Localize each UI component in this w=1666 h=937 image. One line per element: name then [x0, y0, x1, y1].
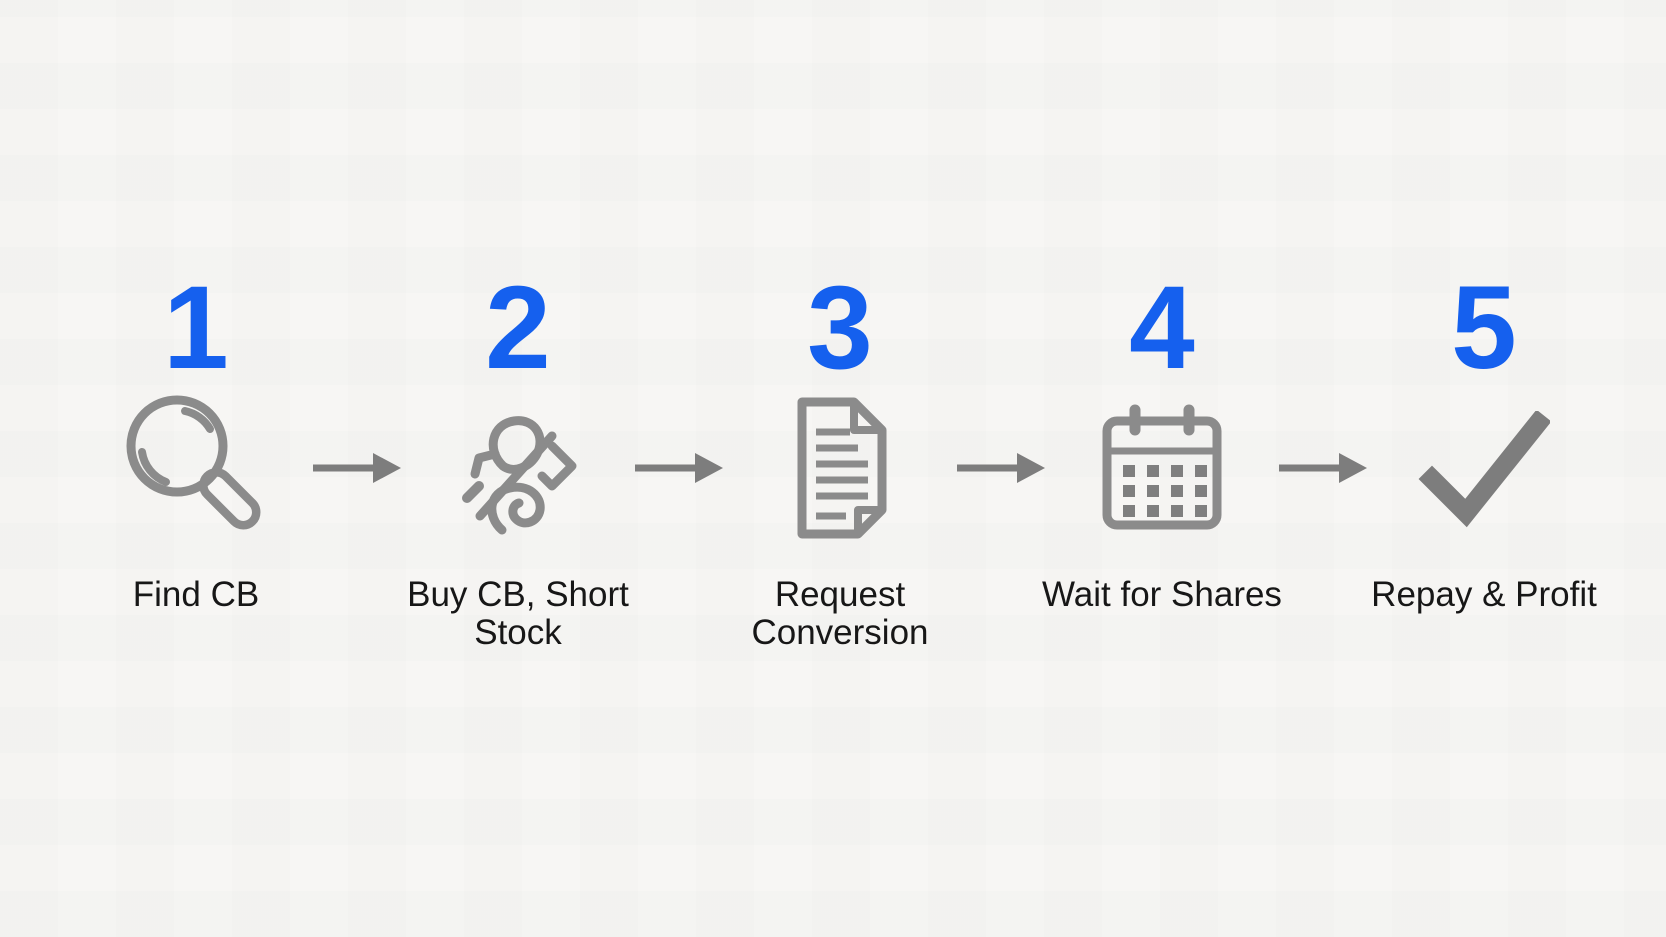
- process-step-3: 3 Request Conversion: [700, 269, 980, 652]
- step-icon-box: [56, 395, 336, 545]
- calendar-icon: [1099, 403, 1225, 537]
- step-label: Repay & Profit: [1371, 575, 1597, 614]
- step-number: 1: [163, 262, 229, 394]
- flow-arrow-right-icon: [313, 448, 401, 488]
- step-icon-box: [378, 395, 658, 545]
- process-step-2: 2 Buy CB, Short Stock: [378, 269, 658, 652]
- flow-arrow-right-icon: [957, 448, 1045, 488]
- step-label: Buy CB, Short Stock: [407, 575, 629, 652]
- process-step-4: 4 Wait for Shares: [1022, 269, 1302, 614]
- knot-icon: [458, 404, 578, 536]
- magnifier-icon: [121, 392, 271, 548]
- check-icon: [1418, 411, 1550, 529]
- step-label: Find CB: [132, 575, 260, 614]
- step-number: 5: [1451, 262, 1517, 394]
- process-step-5: 5 Repay & Profit: [1344, 269, 1624, 614]
- step-label: Request Conversion: [751, 575, 929, 652]
- step-icon-box: [700, 395, 980, 545]
- document-icon: [780, 394, 900, 546]
- step-label: Wait for Shares: [1042, 575, 1282, 614]
- step-number: 4: [1129, 262, 1195, 394]
- flow-arrow-right-icon: [1279, 448, 1367, 488]
- step-icon-box: [1344, 395, 1624, 545]
- step-number: 3: [807, 262, 873, 394]
- step-icon-box: [1022, 395, 1302, 545]
- step-number: 2: [485, 262, 551, 394]
- flow-arrow-right-icon: [635, 448, 723, 488]
- process-step-1: 1 Find CB: [56, 269, 336, 614]
